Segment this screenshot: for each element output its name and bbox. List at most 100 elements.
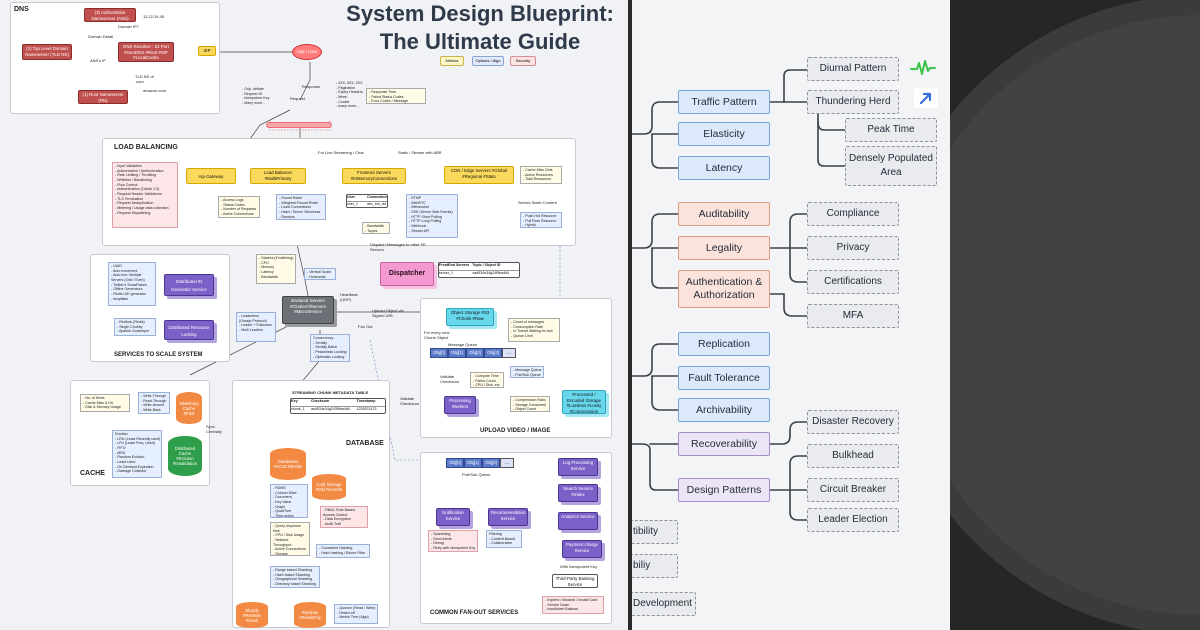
concurrency-options: Concurrency - Serially - Serially Batch … <box>310 334 350 362</box>
eviction-policies: Eviction - LRU (Least Recently used) - L… <box>112 430 162 478</box>
cache-label: CACHE <box>80 470 105 477</box>
ans-ip-label: ANS's IP <box>90 58 106 63</box>
amazon-label: amazon.com <box>143 88 166 93</box>
validate-checksum-2: Validate Checksum <box>400 396 419 406</box>
cold-storage-cylinder: Cold Storage #Old Records <box>312 474 346 500</box>
hashing-options: - Consistent Hashing - Hash hashing / Bl… <box>316 544 370 558</box>
node-legality: Legality <box>678 236 770 260</box>
sharding-options: - Range based Sharding - Hash based Shar… <box>270 566 320 588</box>
queue-item: Obj[0] <box>446 458 464 468</box>
leaf-disaster-recovery: Disaster Recovery <box>807 410 899 434</box>
distributed-cache: Distributed Cache #Eviction #Invalidatio… <box>168 436 202 476</box>
locking-options: - Redlock (Redis) - Single Chubby - Apac… <box>114 318 156 336</box>
dispatcher-head-servers: FrontEnd Servers <box>439 263 473 271</box>
dark-decorative-panel <box>950 0 1200 630</box>
analytics-service: Analytics Service <box>558 512 598 530</box>
database-types: - RDMS - Column Wise - Document - Key Va… <box>270 484 308 518</box>
request-notes: - Grip, deflate - Request ID - Idempoten… <box>242 87 270 106</box>
backend-servers: Backend Servers #ClusterOfServers #Micro… <box>282 296 334 324</box>
dispatcher-cell-topic: xad534e34g24f9ba4b5 <box>472 270 510 275</box>
databases-cylinder: Databases #ACID #BASE <box>270 448 306 480</box>
queue-metrics: - Count of messages - Consumption Rate -… <box>508 318 560 342</box>
node-authentication: Authentication & Authorization <box>678 270 770 308</box>
queue-item: Obj[2] <box>466 348 484 358</box>
chunk-head-checksum: Checksum <box>310 399 357 407</box>
root-nameserver: (1) Root Nameserver (RN) <box>78 90 128 104</box>
payment-charge-service: Payment charge Service <box>562 540 602 558</box>
leaf-bulkhead: Bulkhead <box>807 444 899 468</box>
notification-service: Notification Service <box>436 508 470 526</box>
authoritative-nameserver: (3) Authoritative Nameserver (ANS) <box>84 8 136 22</box>
response-notes: - 4XX, 5XX, 2XX - Pagination - Expiry He… <box>336 81 363 109</box>
log-processing-service: Log Processing Service <box>558 458 598 476</box>
pubsub-queue: Obj[0] Obj[1] Obj[2] .... <box>446 458 514 468</box>
legend-security: Security <box>510 56 536 66</box>
response-label: Response <box>302 84 321 89</box>
leaf-thundering-herd: Thundering Herd <box>807 90 899 114</box>
node-latency: Latency <box>678 156 770 180</box>
dns-label: DNS <box>14 6 29 13</box>
compression-metrics: - Compression Ratio - Storage Consumed -… <box>510 396 550 412</box>
queue-item: Obj[1] <box>448 348 466 358</box>
cdn-edge-servers: CDN / Edge Servers #Global #Regional #St… <box>444 166 514 184</box>
queue-item: .... <box>502 348 516 358</box>
sync-centrally-label: Sync Centrally <box>206 424 222 434</box>
table-head-user: User <box>347 195 367 202</box>
chunk-table-title: STREAMING CHUNK METADATA TABLE <box>292 390 369 395</box>
dispatcher-caption: Dispatch Messages to other FE Servers <box>370 242 426 252</box>
backend-stats: - Stateful (if buffering) - CPU - Memory… <box>256 254 296 284</box>
blueprint-diagram: DNS (3) Authoritative Nameserver (ANS) 1… <box>0 0 628 630</box>
frontend-servers: Frontend Servers #InMemoryConnections <box>342 168 406 184</box>
load-balancer: Load Balancer #MultiPrimary <box>250 168 306 184</box>
app-user-node: App / User <box>292 44 322 60</box>
dns-ip-label: 12.22.34.45 <box>143 14 165 19</box>
third-party-banking: Third-Party Banking Service <box>552 574 598 588</box>
frontend-protocols: - RTMP - WebRTC - Websocket - SSE (Serve… <box>406 194 458 238</box>
database-label: DATABASE <box>346 440 384 447</box>
leaf-circuit-breaker: Circuit Breaker <box>807 478 899 502</box>
cdn-metrics: - Cache Miss Gets - Active Resources - T… <box>520 166 562 184</box>
title-line-2: The Ultimate Guide <box>379 29 581 54</box>
scale-services-label: SERVICES TO SCALE SYSTEM <box>114 352 203 358</box>
node-design-patterns: Design Patterns <box>678 478 770 502</box>
node-archivability: Archivability <box>678 398 770 422</box>
lb-algorithms: - Round Robin - Weighted Round Robin - L… <box>276 194 326 220</box>
heartbeat-label: Heartbeat (UDP) <box>340 292 358 302</box>
upload-label: UPLOAD VIDEO / IMAGE <box>480 428 551 434</box>
static-stream-label: Static / Stream with ABR <box>398 150 442 155</box>
dark-arc-shape <box>950 0 1200 630</box>
mq-options: - Message Queue - Pub/Sub Queue <box>510 366 544 378</box>
table-cell-user: user_1 <box>347 201 358 206</box>
fanout-label: Fan Out <box>358 324 373 329</box>
page-title: System Design Blueprint: The Ultimate Gu… <box>330 0 628 56</box>
scale-services-section <box>90 254 230 362</box>
leaf-compliance: Compliance <box>807 202 899 226</box>
queue-item: Obj[0] <box>430 348 448 358</box>
api-gateway-features: - Input Validation - Authorization / Aut… <box>112 162 178 228</box>
trend-arrow-icon <box>914 88 938 108</box>
request-gateway-bar <box>266 122 332 128</box>
database-section <box>232 380 390 628</box>
dispatcher-cell-server: server_1 <box>439 270 453 275</box>
load-balancing-section <box>102 138 576 246</box>
compute-metrics: - Compute Time - Failed Count - CPU / Di… <box>470 372 504 388</box>
mind-map-panel: Traffic Pattern Elasticity Latency Diurn… <box>632 0 950 630</box>
search-service: Search Service #Index <box>558 484 598 502</box>
queue-item: Obj[1] <box>464 458 482 468</box>
shards-cylinder: Shards #ReWrite #Hash <box>236 602 268 628</box>
leader-options: - Leaderless (Gossip Protocol) - Leader … <box>236 312 276 342</box>
cache-write-policies: - Write-Through - Read-Through - Write-A… <box>138 392 170 414</box>
api-gateway: Api Gateway <box>186 168 236 184</box>
chunk-cell-timestamp: 1232874123 <box>356 406 377 411</box>
node-recoverability: Recoverability <box>678 432 770 456</box>
node-fault-tolerance: Fault Tolerance <box>678 366 770 390</box>
cache-metrics: - No. of Items - Cache Miss & Hit - Disk… <box>80 394 130 412</box>
database-metrics: - Query response time - CPU / Disk Usage… <box>270 522 310 556</box>
connection-table: User Connection user_1 abc_ind_xbi <box>346 194 388 208</box>
tld-nameserver: (2) Top Level Domain Nameserver (TLD NS) <box>22 44 72 60</box>
queue-item: Obj[2] <box>482 458 500 468</box>
queue-item: Obj[3] <box>484 348 502 358</box>
recommendation-service: Recommendation Service <box>488 508 528 526</box>
leaf-leader-election: Leader Election <box>807 508 899 532</box>
processing-workers: Processing Workers <box>444 396 476 414</box>
